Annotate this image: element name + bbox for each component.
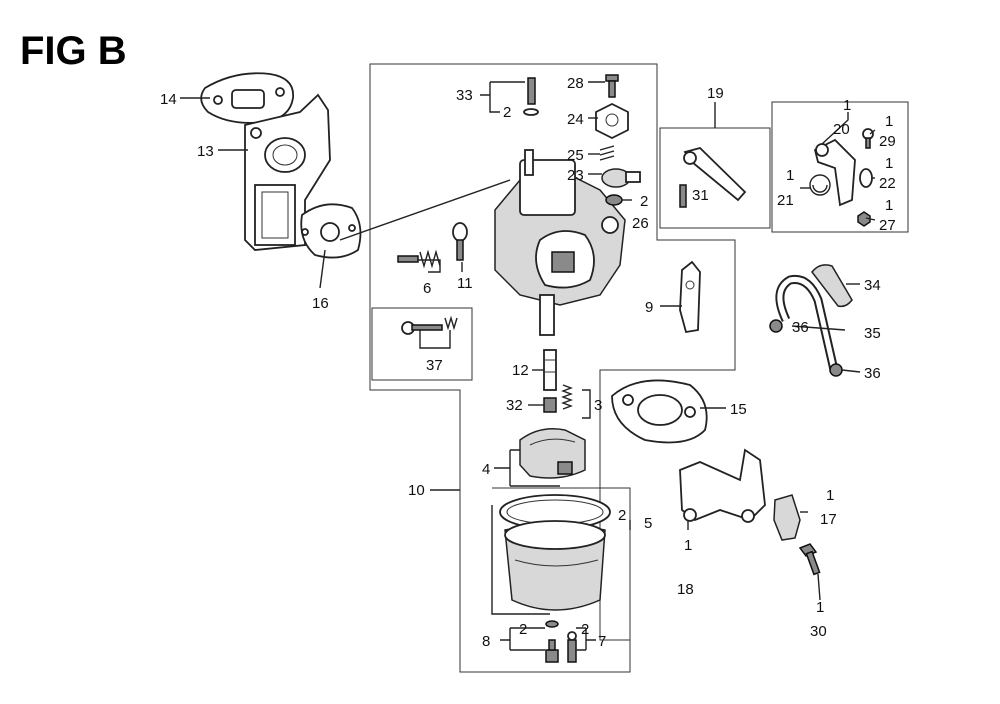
callout-36-upper: 36 (792, 319, 809, 336)
callout-21: 21 (777, 192, 794, 209)
callout-16: 16 (312, 295, 329, 312)
part-6-screw (397, 249, 441, 269)
callout-23: 23 (567, 167, 584, 184)
callout-31: 31 (692, 187, 709, 204)
callout-14: 14 (160, 91, 177, 108)
part-7-drain-screw (567, 631, 577, 663)
part-21-spring (809, 174, 831, 196)
part-36-clip-lower (829, 363, 843, 377)
callout-21-qty: 1 (786, 167, 794, 184)
callout-35: 35 (864, 325, 881, 342)
part-11-screw (452, 222, 468, 261)
callout-5-qty: 2 (618, 507, 626, 524)
callout-29-qty: 1 (885, 113, 893, 130)
callout-10: 10 (408, 482, 425, 499)
callout-33: 33 (456, 87, 473, 104)
part-22-collar (859, 168, 873, 188)
callout-5: 5 (644, 515, 652, 532)
part-37-group-box (371, 307, 473, 381)
part-34-tube (811, 264, 853, 308)
part-14-gasket (200, 72, 294, 124)
callout-27-qty: 1 (885, 197, 893, 214)
callout-12: 12 (512, 362, 529, 379)
callout-15: 15 (730, 401, 747, 418)
part-28-screw (605, 74, 619, 98)
part-20-group-box (771, 101, 909, 233)
part-3-needle (561, 384, 573, 410)
part-4-float (519, 428, 586, 479)
callout-30: 30 (810, 623, 827, 640)
callout-7: 7 (598, 633, 606, 650)
callout-17-qty: 1 (826, 487, 834, 504)
callout-19: 19 (707, 85, 724, 102)
part-23-piston (601, 168, 641, 188)
callout-27: 27 (879, 217, 896, 234)
part-15-gasket (611, 379, 708, 444)
callout-33-qty: 2 (503, 104, 511, 121)
part-30-screw (798, 543, 821, 576)
part-17-clip (773, 494, 801, 541)
part-12-nozzle (543, 349, 557, 391)
callout-22-qty: 1 (885, 155, 893, 172)
callout-18: 18 (677, 581, 694, 598)
callout-11: 11 (457, 275, 473, 292)
callout-4: 4 (482, 461, 490, 478)
part-8-drain-bolt (545, 620, 559, 663)
part-13-insulator-bracket (244, 93, 331, 251)
callout-26: 26 (632, 215, 649, 232)
carburetor-body (494, 149, 626, 336)
callout-9: 9 (645, 299, 653, 316)
float-bowl (504, 520, 606, 611)
callout-26-qty: 2 (640, 193, 648, 210)
part-25-spring (599, 145, 615, 161)
part-20-lever (813, 138, 856, 207)
callout-37: 37 (426, 357, 443, 374)
callout-30-qty: 1 (816, 599, 824, 616)
figure-title: FIG B (20, 29, 127, 73)
callout-8: 8 (482, 633, 490, 650)
part-27-nut (857, 211, 871, 227)
callout-34: 34 (864, 277, 881, 294)
callout-32: 32 (506, 397, 523, 414)
part-31-screw (679, 184, 687, 208)
part-33-screw (523, 77, 539, 116)
callout-36-lower: 36 (864, 365, 881, 382)
part-16-gasket (300, 203, 362, 259)
part-37-screw-set (401, 315, 458, 335)
callout-8-qty: 2 (519, 621, 527, 638)
part-29-screw (862, 128, 874, 149)
part-35-drain-tube (775, 274, 839, 372)
callout-29: 29 (879, 133, 896, 150)
part-18-bracket (679, 448, 766, 523)
part-36-clip-upper (769, 319, 783, 333)
bowl-group-bracket (492, 487, 631, 640)
leader-lines (180, 81, 876, 651)
callout-20: 20 (833, 121, 850, 138)
callout-22: 22 (879, 175, 896, 192)
callout-13: 13 (197, 143, 214, 160)
callout-18-qty: 1 (684, 537, 692, 554)
callout-17: 17 (820, 511, 837, 528)
part-19-choke-lever (683, 146, 747, 202)
part-24-cap (595, 102, 629, 140)
callout-3: 3 (594, 397, 602, 414)
carburetor-assembly-boundary (369, 63, 736, 673)
part-9-valve (679, 260, 701, 334)
callout-24: 24 (567, 111, 584, 128)
part-26-o-ring (605, 194, 623, 206)
callout-7-qty: 2 (581, 621, 589, 638)
callout-6: 6 (423, 280, 431, 297)
callout-28: 28 (567, 75, 584, 92)
callout-25: 25 (567, 147, 584, 164)
part-32-jet (543, 397, 557, 413)
callout-20-qty: 1 (843, 97, 851, 114)
